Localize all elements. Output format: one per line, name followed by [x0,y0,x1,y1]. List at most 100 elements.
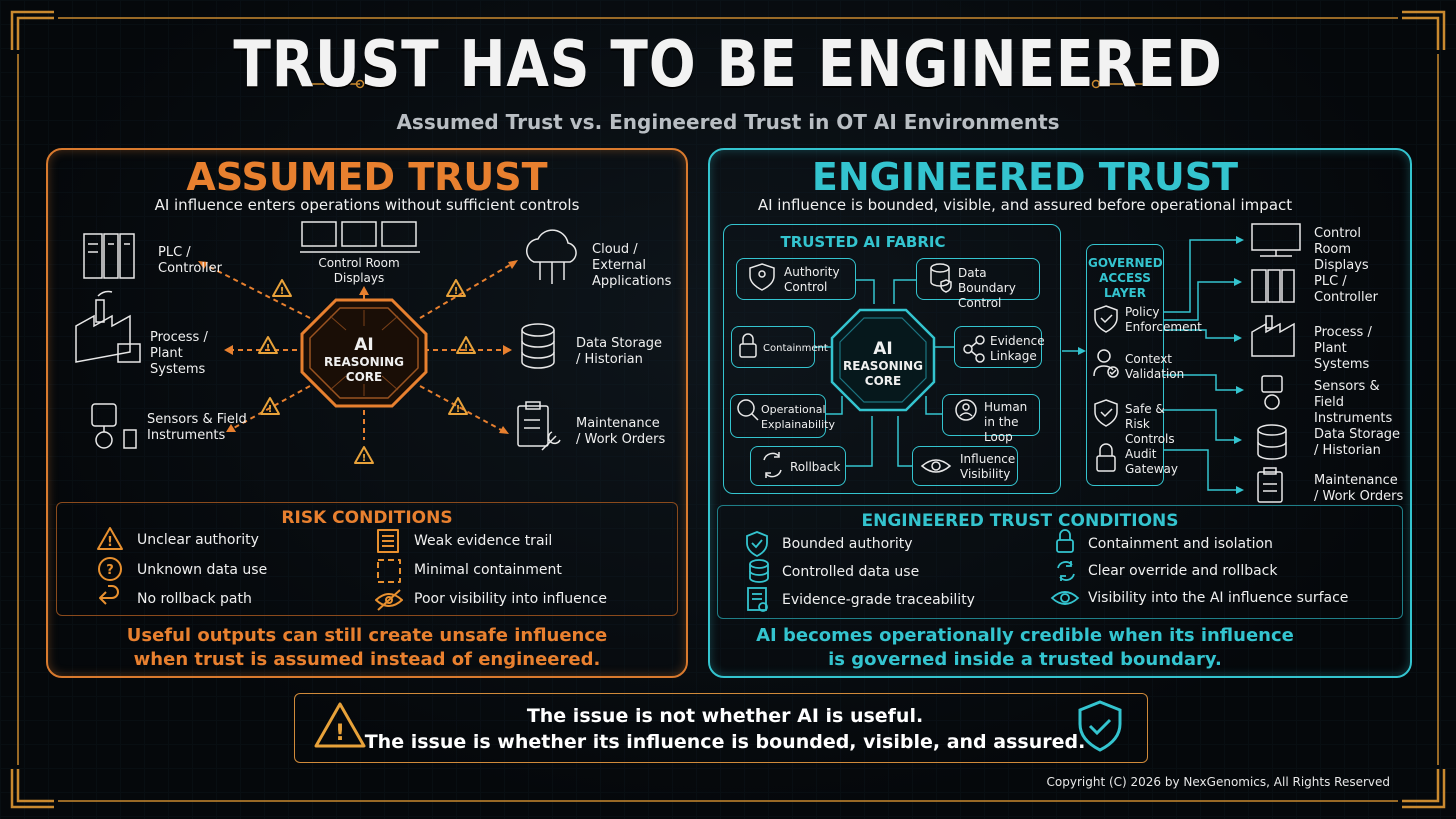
access-policy-label: Policy Enforcement [1125,305,1202,334]
warning-icon [272,279,292,297]
node-sensors-label: Sensors & Field Instruments [147,412,247,443]
warning-icon [258,336,278,354]
condition-item: Containment and isolation [1088,536,1273,552]
engineered-trust-heading: ENGINEERED TRUST [811,155,1239,199]
target-data-storage-label: Data Storage / Historian [1314,427,1401,458]
warning-icon [354,446,374,464]
fabric-title: TRUSTED AI FABRIC [780,233,946,251]
risk-item: No rollback path [137,591,252,607]
bottom-message: The issue is not whether AI is useful. T… [364,705,1086,753]
plc-icon [83,233,135,279]
database-shield-icon [930,263,952,293]
svg-text:!: ! [335,721,345,746]
node-control-room-label: Control Room Displays [318,256,400,285]
fabric-box-rollback [750,446,846,486]
factory-icon [75,290,141,363]
node-cloud-label: Cloud / External Applications [592,242,672,289]
arrow-to-maintenance [419,385,506,433]
eye-slash-icon [375,589,403,611]
svg-text:!: ! [454,286,459,297]
warning-icon [260,397,280,415]
page-title: TRUST HAS TO BE ENGINEERED [233,28,1223,102]
warning-icon [97,527,123,550]
access-safe-label: Safe & Risk Controls [1125,402,1175,446]
sensor-icon [1261,375,1283,410]
svg-text:!: ! [107,535,113,550]
engineered-trust-panel [708,148,1412,678]
target-control-room-label: Control Room Displays [1314,226,1369,273]
engineered-caption: AI becomes operationally credible when i… [756,625,1294,670]
factory-icon [1251,315,1295,357]
risk-item: Minimal containment [414,562,562,578]
node-data-storage-label: Data Storage / Historian [576,336,663,367]
dashed-box-icon [377,559,401,583]
governed-access-layer [1086,244,1164,486]
target-process-label: Process / Plant Systems [1314,325,1372,372]
risk-item: Weak evidence trail [414,533,553,549]
fabric-human-label: Human in the Loop [984,400,1028,444]
warning-icon [448,397,468,415]
shield-check-icon [1094,305,1118,333]
maintenance-icon [1257,467,1283,503]
risk-item: Unclear authority [137,532,259,548]
target-plc-label: PLC / Controller [1314,274,1378,305]
fabric-evidence-label: Evidence Linkage [990,334,1045,363]
undo-icon [99,585,119,605]
share-icon [963,335,985,363]
condition-item: Evidence-grade traceability [782,592,975,608]
database-icon [1257,424,1287,460]
user-check-icon [1093,349,1119,378]
fabric-box-data-boundary [916,258,1040,300]
fabric-box-explainability [730,394,826,438]
shield-check-icon [1078,700,1122,752]
svg-text:!: ! [268,404,273,415]
question-icon [98,557,122,581]
eye-icon [1050,591,1080,605]
fabric-authority-label: Authority Control [784,265,840,294]
lock-icon [739,333,757,358]
svg-text:!: ! [464,343,469,354]
fabric-box-authority [736,258,856,300]
human-icon [955,399,977,421]
fabric-containment-label: Containment [763,343,828,354]
search-icon [737,399,759,421]
access-audit-label: Audit Gateway [1125,447,1179,476]
shield-user-icon [749,263,775,291]
fabric-explainability-label: Operational Explainability [761,403,835,431]
shield-check-icon [746,531,768,558]
svg-text:!: ! [266,343,271,354]
svg-text:!: ! [456,404,461,415]
engineered-conditions-box [717,505,1403,619]
node-plc-label: PLC / Controller [158,245,222,276]
refresh-icon [1057,561,1075,581]
eye-icon [920,459,952,473]
risk-item: Poor visibility into influence [414,591,607,607]
lock-icon [1096,443,1116,472]
trusted-ai-fabric [723,224,1061,494]
risk-conditions-title: RISK CONDITIONS [281,508,453,528]
risk-item: Unknown data use [137,562,268,578]
fabric-box-evidence [954,326,1042,368]
warning-icon [456,336,476,354]
cloud-icon [526,229,577,284]
condition-item: Visibility into the AI influence surface [1088,590,1349,606]
svg-text:!: ! [280,286,285,297]
warning-icon [446,279,466,297]
control-room-icon [300,221,420,253]
fabric-box-containment [731,326,815,368]
condition-item: Clear override and rollback [1088,563,1278,579]
plc-icon [1251,269,1295,303]
sensor-icon [91,403,137,449]
document-icon [377,529,399,553]
assumed-trust-description: AI influence enters operations without s… [154,196,580,214]
shield-check-icon [1094,399,1118,427]
access-layer-title: GOVERNED ACCESS LAYER [1088,256,1163,300]
target-sensors-label: Sensors & Field Instruments [1314,379,1393,426]
svg-text:?: ? [106,563,114,578]
